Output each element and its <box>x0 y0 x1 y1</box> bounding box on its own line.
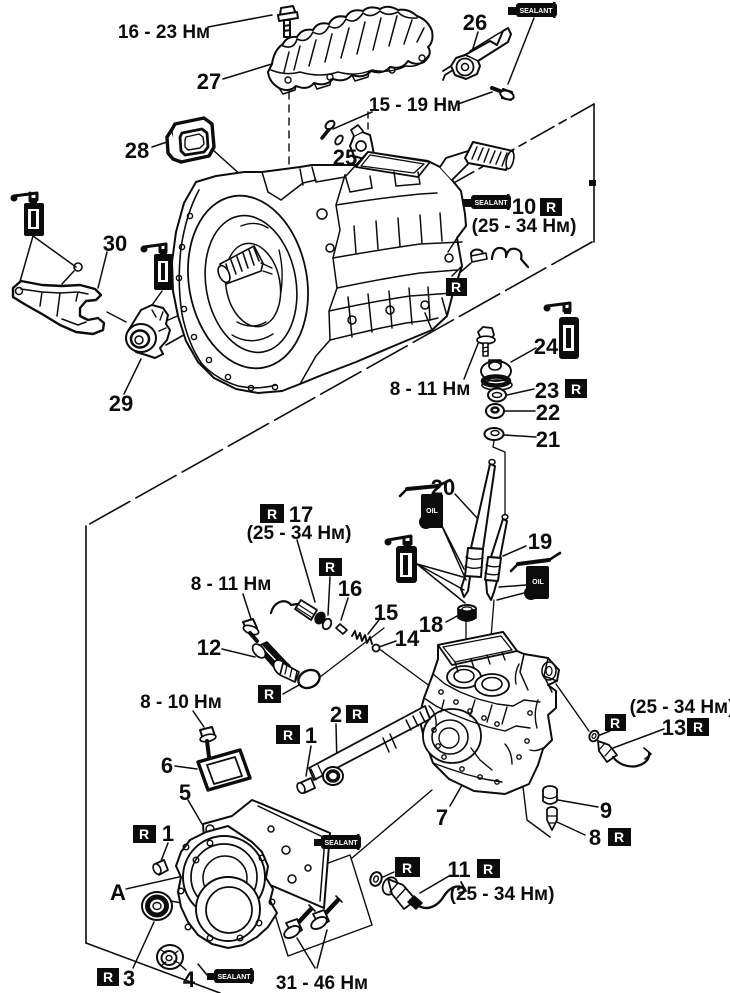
svg-text:R: R <box>451 279 461 295</box>
svg-text:9: 9 <box>600 798 612 823</box>
svg-text:16: 16 <box>338 576 362 601</box>
svg-text:19: 19 <box>528 529 552 554</box>
svg-text:OIL: OIL <box>532 579 544 586</box>
svg-text:10: 10 <box>512 194 536 219</box>
svg-text:R: R <box>264 686 274 702</box>
svg-text:1: 1 <box>305 723 317 748</box>
svg-text:21: 21 <box>536 427 560 452</box>
svg-text:SEALANT: SEALANT <box>324 840 358 847</box>
svg-text:R: R <box>483 861 493 877</box>
svg-text:24: 24 <box>534 334 559 359</box>
svg-text:8 - 11 Нм: 8 - 11 Нм <box>390 379 471 400</box>
svg-text:30: 30 <box>103 231 127 256</box>
svg-text:SEALANT: SEALANT <box>474 200 508 207</box>
svg-text:R: R <box>325 559 335 575</box>
svg-text:R: R <box>693 719 703 735</box>
svg-text:29: 29 <box>109 391 133 416</box>
svg-text:25: 25 <box>333 145 357 170</box>
svg-text:(25 - 34 Нм): (25 - 34 Нм) <box>247 523 352 544</box>
svg-text:15 - 19 Нм: 15 - 19 Нм <box>369 95 461 116</box>
svg-text:R: R <box>614 829 624 845</box>
svg-text:R: R <box>283 727 293 743</box>
svg-text:11: 11 <box>447 857 470 882</box>
svg-text:16 - 23 Нм: 16 - 23 Нм <box>118 22 210 43</box>
svg-text:26: 26 <box>463 10 487 35</box>
svg-text:3: 3 <box>123 966 135 991</box>
svg-text:SEALANT: SEALANT <box>217 974 251 981</box>
svg-text:(25 - 34 Нм): (25 - 34 Нм) <box>472 216 577 237</box>
svg-text:28: 28 <box>125 138 149 163</box>
svg-text:R: R <box>571 381 581 397</box>
svg-text:R: R <box>139 826 149 842</box>
svg-text:4: 4 <box>183 967 196 992</box>
svg-text:23: 23 <box>535 378 559 403</box>
svg-text:31 - 46 Нм: 31 - 46 Нм <box>276 973 368 993</box>
svg-text:(25 - 34 Нм): (25 - 34 Нм) <box>450 884 555 905</box>
svg-text:R: R <box>267 506 277 522</box>
svg-text:14: 14 <box>395 626 420 651</box>
svg-text:R: R <box>352 706 362 722</box>
svg-text:8 - 11 Нм: 8 - 11 Нм <box>191 574 272 595</box>
svg-text:22: 22 <box>536 400 560 425</box>
svg-text:1: 1 <box>162 821 174 846</box>
svg-text:R: R <box>402 860 412 876</box>
svg-text:15: 15 <box>374 600 398 625</box>
svg-text:7: 7 <box>436 805 448 830</box>
svg-text:2: 2 <box>330 702 342 727</box>
svg-text:12: 12 <box>197 635 221 660</box>
svg-text:17: 17 <box>289 502 313 527</box>
svg-text:8 - 10 Нм: 8 - 10 Нм <box>140 692 222 713</box>
svg-text:13: 13 <box>662 715 686 740</box>
svg-text:5: 5 <box>179 780 191 805</box>
svg-text:27: 27 <box>197 69 221 94</box>
svg-text:A: A <box>110 880 126 905</box>
svg-text:8: 8 <box>589 825 601 850</box>
svg-text:R: R <box>103 969 113 985</box>
svg-text:(25 - 34 Нм): (25 - 34 Нм) <box>630 697 730 718</box>
svg-text:18: 18 <box>419 612 443 637</box>
svg-text:OIL: OIL <box>426 508 438 515</box>
svg-text:R: R <box>610 715 620 731</box>
svg-text:SEALANT: SEALANT <box>519 8 553 15</box>
svg-text:6: 6 <box>161 753 173 778</box>
svg-text:R: R <box>546 199 556 215</box>
